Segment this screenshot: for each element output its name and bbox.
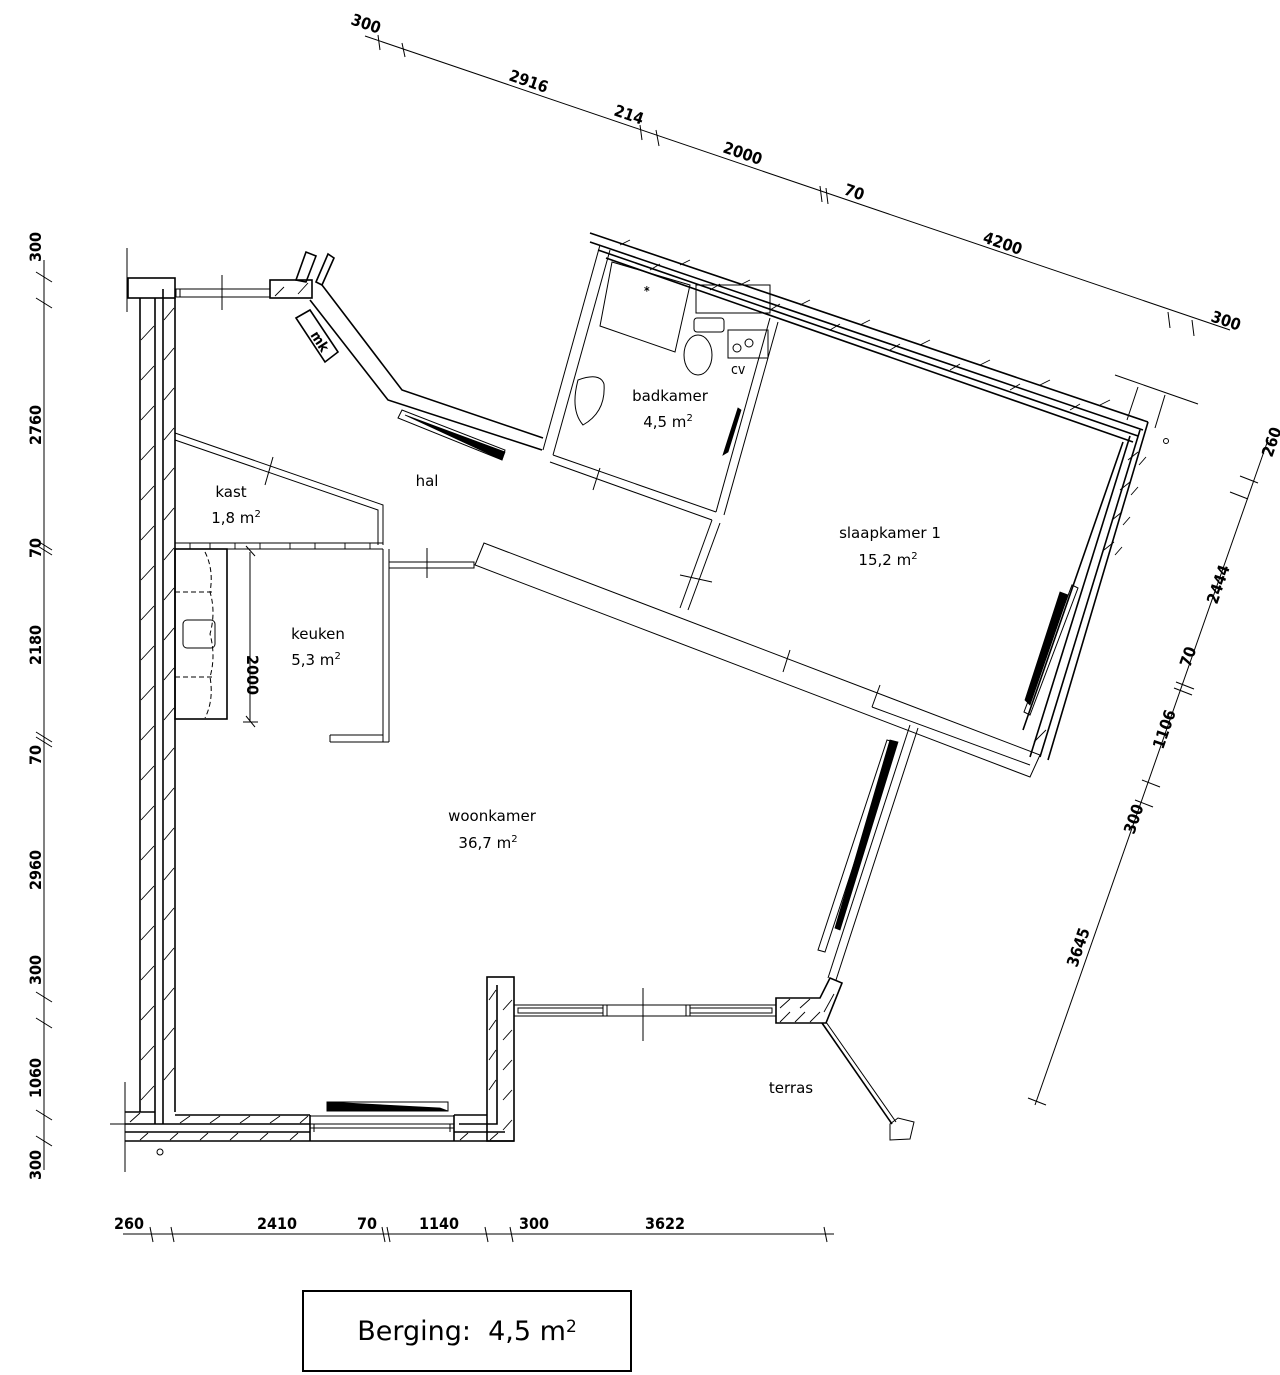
- room-badkamer-name: badkamer: [632, 387, 709, 405]
- svg-text:70: 70: [26, 745, 45, 765]
- door-swing-slaap: [1024, 591, 1069, 706]
- svg-text:2410: 2410: [257, 1214, 297, 1233]
- room-kast-area: 1,8 m2: [211, 509, 261, 527]
- shower: [599, 261, 691, 353]
- room-hal-name: hal: [416, 472, 439, 490]
- svg-text:*: *: [644, 284, 650, 298]
- svg-text:1140: 1140: [419, 1214, 459, 1233]
- door-swing-bath: [722, 407, 742, 456]
- room-kast-name: kast: [215, 483, 246, 501]
- door-swing-bottom: [326, 1101, 449, 1112]
- svg-text:300: 300: [26, 955, 45, 985]
- door-swing-east: [834, 739, 899, 931]
- svg-text:2180: 2180: [26, 625, 45, 665]
- room-woonkamer-area: 36,7 m2: [458, 834, 517, 852]
- svg-text:260: 260: [114, 1214, 144, 1233]
- dimension-bottom: 260 2410 70 1140 300 3622: [114, 1214, 834, 1243]
- cv-unit: [727, 329, 769, 359]
- svg-text:300: 300: [519, 1214, 549, 1233]
- room-keuken-name: keuken: [291, 625, 345, 643]
- svg-text:300: 300: [1120, 802, 1148, 837]
- room-badkamer-area: 4,5 m2: [643, 413, 693, 431]
- door-swing-hal: [404, 414, 506, 461]
- terrace-fence: [821, 1021, 915, 1141]
- svg-text:70: 70: [26, 538, 45, 558]
- room-keuken-area: 5,3 m2: [291, 651, 341, 669]
- svg-text:1106: 1106: [1149, 707, 1180, 751]
- toilet-tank: [693, 317, 725, 333]
- svg-text:214: 214: [612, 101, 647, 129]
- svg-text:260: 260: [1258, 425, 1280, 460]
- svg-text:3622: 3622: [645, 1214, 685, 1233]
- dimension-top: 300 2916 214 2000 70 4200 300: [349, 10, 1244, 337]
- central-diagonal-wall: [474, 542, 1041, 778]
- cv-label: cv: [731, 362, 746, 378]
- svg-text:3645: 3645: [1063, 925, 1094, 969]
- kitchen-dimension: 2000: [243, 655, 262, 695]
- right-exterior-wall: [1022, 421, 1149, 761]
- svg-text:2444: 2444: [1203, 562, 1234, 606]
- meterkast-box: [294, 308, 340, 364]
- dimension-right: 260 2444 70 1106 300 3645: [1027, 425, 1280, 1106]
- left-exterior-wall: [126, 248, 176, 1124]
- svg-text:70: 70: [357, 1214, 377, 1233]
- svg-text:300: 300: [1209, 307, 1244, 335]
- svg-text:300: 300: [349, 10, 384, 38]
- dimension-left: 300 2760 70 2180 70 2960 300 1060 300: [26, 232, 53, 1180]
- hal-top-wall: mk: [174, 250, 544, 461]
- storage-unit-sup: 2: [565, 1317, 577, 1337]
- svg-text:2760: 2760: [26, 405, 45, 445]
- svg-text:70: 70: [842, 180, 867, 204]
- bathroom-partitions: * cv: [542, 244, 779, 611]
- svg-text:1060: 1060: [26, 1058, 45, 1098]
- room-woonkamer-name: woonkamer: [448, 807, 537, 825]
- room-labels: badkamer 4,5 m2 hal kast 1,8 m2 keuken 5…: [211, 387, 941, 1097]
- bay-wall: [459, 976, 844, 1142]
- meterkast-label: mk: [307, 328, 332, 355]
- room-terras-name: terras: [769, 1079, 813, 1097]
- room-slaapkamer-area: 15,2 m2: [858, 551, 917, 569]
- storage-value: 4,5 m: [488, 1315, 566, 1347]
- svg-text:4200: 4200: [981, 228, 1025, 259]
- svg-text:70: 70: [1176, 644, 1200, 669]
- storage-label: Berging:: [357, 1315, 471, 1347]
- svg-text:300: 300: [26, 232, 45, 262]
- kast-wall: [174, 432, 384, 550]
- room-slaapkamer-name: slaapkamer 1: [839, 524, 941, 542]
- toilet-bowl: [683, 334, 713, 376]
- keuken-walls: 2000: [174, 545, 475, 743]
- svg-text:2960: 2960: [26, 850, 45, 890]
- woonkamer-east-window: [817, 724, 919, 981]
- washbasin: [574, 376, 605, 426]
- kitchen-sink: [182, 619, 216, 649]
- top-exterior-wall: [589, 232, 1199, 444]
- bottom-exterior-wall: [110, 1082, 514, 1172]
- kitchen-counter: [174, 548, 228, 720]
- svg-text:300: 300: [26, 1150, 45, 1180]
